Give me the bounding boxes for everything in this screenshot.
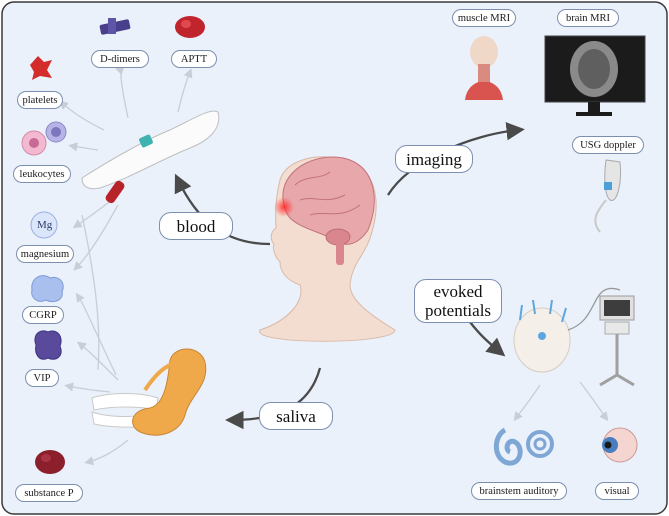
- head-illustration: [259, 156, 396, 342]
- evoked-line-2: potentials: [424, 301, 492, 320]
- label-magnesium: magnesium: [16, 245, 74, 263]
- usg-doppler-probe-icon: [594, 159, 621, 233]
- substance-p-icon: [35, 450, 65, 474]
- label-platelets: platelets: [17, 91, 63, 109]
- leukocytes-icon: [21, 121, 67, 156]
- label-vip: VIP: [25, 369, 59, 387]
- evoked-line-1: evoked: [433, 282, 483, 301]
- label-visual: visual: [595, 482, 639, 500]
- label-substance-p: substance P: [15, 484, 83, 502]
- muscle-mri-icon: [465, 36, 503, 100]
- label-cgrp: CGRP: [22, 306, 64, 324]
- d-dimers-icon: [99, 18, 131, 35]
- label-muscle-mri: muscle MRI: [452, 9, 516, 27]
- label-brain-mri: brain MRI: [557, 9, 619, 27]
- magnesium-icon: [30, 211, 58, 239]
- cgrp-icon: [31, 275, 64, 303]
- eye-icon: [602, 427, 638, 463]
- category-imaging: imaging: [395, 145, 473, 173]
- arrow-to-evoked: [469, 321, 506, 357]
- aptt-icon: [175, 16, 205, 38]
- cochlea-icon: [493, 427, 554, 466]
- label-aptt: APTT: [171, 50, 217, 68]
- label-d-dimers: D-dimers: [91, 50, 149, 68]
- saliva-gland-illustration: [91, 348, 207, 436]
- label-usg-doppler: USG doppler: [572, 136, 644, 154]
- magnesium-symbol: Mg: [37, 219, 53, 231]
- label-leukocytes: leukocytes: [13, 165, 71, 183]
- vip-icon: [34, 330, 62, 360]
- evoked-head-illustration: [513, 287, 621, 373]
- thin-connectors: [59, 65, 609, 466]
- category-evoked-potentials: evoked potentials: [414, 279, 502, 323]
- arm-illustration: [81, 110, 220, 204]
- platelets-icon: [30, 56, 52, 80]
- category-saliva: saliva: [259, 402, 333, 430]
- category-blood: blood: [159, 212, 233, 240]
- brain-mri-monitor-icon: [544, 35, 646, 116]
- ep-machine-icon: [599, 295, 635, 387]
- label-brainstem-auditory: brainstem auditory: [471, 482, 567, 500]
- pain-glow-icon: [274, 197, 294, 217]
